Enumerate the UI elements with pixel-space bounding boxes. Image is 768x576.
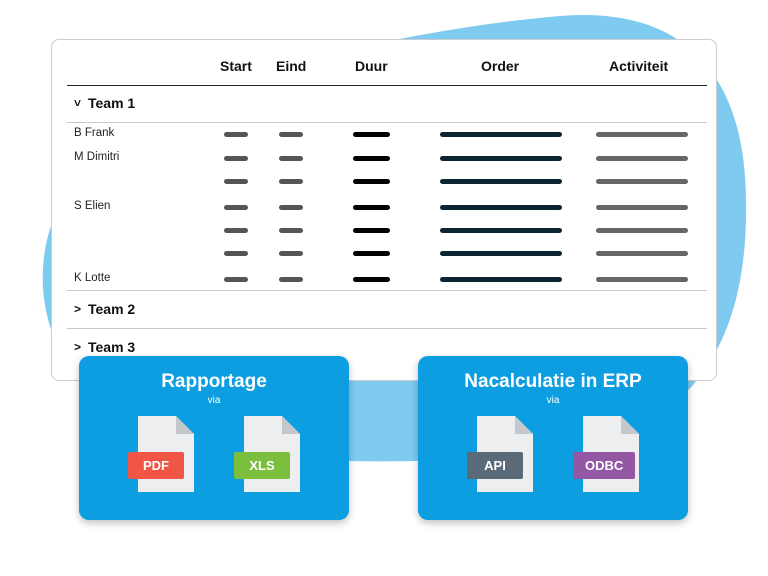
member-name: B Frank	[74, 127, 115, 139]
card-subtitle: via	[207, 395, 221, 406]
activiteit-bar	[596, 132, 688, 137]
chevron-down-icon: ˅	[74, 96, 82, 110]
order-bar	[440, 132, 562, 137]
member-name: K Lotte	[74, 272, 111, 284]
chevron-right-icon: >	[74, 340, 82, 354]
member-name: S Elien	[74, 200, 111, 212]
rapportage-card: Rapportage via PDF XLS	[79, 356, 349, 520]
team-row-1[interactable]: ˅ Team 1	[74, 95, 135, 111]
row-divider	[67, 328, 707, 329]
team-row-3[interactable]: > Team 3	[74, 339, 135, 355]
start-bar	[224, 132, 248, 137]
duur-bar	[353, 132, 390, 137]
duur-bar	[353, 251, 390, 256]
duur-bar	[353, 205, 390, 210]
column-header-order: Order	[481, 58, 520, 74]
odbc-file-icon: ODBC	[573, 416, 641, 494]
activiteit-bar	[596, 277, 688, 282]
xls-badge: XLS	[234, 452, 290, 479]
start-bar	[224, 277, 248, 282]
order-bar	[440, 179, 562, 184]
order-bar	[440, 251, 562, 256]
team-name: Team 1	[88, 95, 136, 111]
order-bar	[440, 277, 562, 282]
chevron-right-icon: >	[74, 302, 82, 316]
start-bar	[224, 156, 248, 161]
card-title: Rapportage	[161, 371, 267, 392]
xls-file-icon: XLS	[234, 416, 302, 494]
row-divider	[67, 122, 707, 123]
team-row-2[interactable]: > Team 2	[74, 301, 135, 317]
start-bar	[224, 251, 248, 256]
eind-bar	[279, 205, 303, 210]
duur-bar	[353, 277, 390, 282]
start-bar	[224, 179, 248, 184]
activiteit-bar	[596, 228, 688, 233]
schedule-table: Start Eind Duur Order Activiteit ˅ Team …	[51, 39, 717, 381]
activiteit-bar	[596, 156, 688, 161]
column-header-start: Start	[220, 58, 252, 74]
pdf-file-icon: PDF	[128, 416, 196, 494]
activiteit-bar	[596, 205, 688, 210]
activiteit-bar	[596, 251, 688, 256]
team-name: Team 3	[88, 339, 136, 355]
order-bar	[440, 156, 562, 161]
duur-bar	[353, 179, 390, 184]
card-title: Nacalculatie in ERP	[464, 371, 642, 392]
eind-bar	[279, 251, 303, 256]
duur-bar	[353, 156, 390, 161]
api-file-icon: API	[467, 416, 535, 494]
column-header-activiteit: Activiteit	[609, 58, 669, 74]
order-bar	[440, 205, 562, 210]
order-bar	[440, 228, 562, 233]
pdf-badge: PDF	[128, 452, 184, 479]
start-bar	[224, 205, 248, 210]
activiteit-bar	[596, 179, 688, 184]
duur-bar	[353, 228, 390, 233]
card-subtitle: via	[546, 395, 560, 406]
column-header-eind: Eind	[276, 58, 307, 74]
eind-bar	[279, 277, 303, 282]
column-header-duur: Duur	[355, 58, 388, 74]
eind-bar	[279, 132, 303, 137]
member-name: M Dimitri	[74, 151, 120, 163]
odbc-badge: ODBC	[573, 452, 636, 479]
row-divider	[67, 290, 707, 291]
api-badge: API	[467, 452, 523, 479]
eind-bar	[279, 156, 303, 161]
start-bar	[224, 228, 248, 233]
nacalculatie-card: Nacalculatie in ERP via API ODBC	[418, 356, 688, 520]
eind-bar	[279, 228, 303, 233]
team-name: Team 2	[88, 301, 136, 317]
header-divider	[67, 85, 707, 86]
eind-bar	[279, 179, 303, 184]
